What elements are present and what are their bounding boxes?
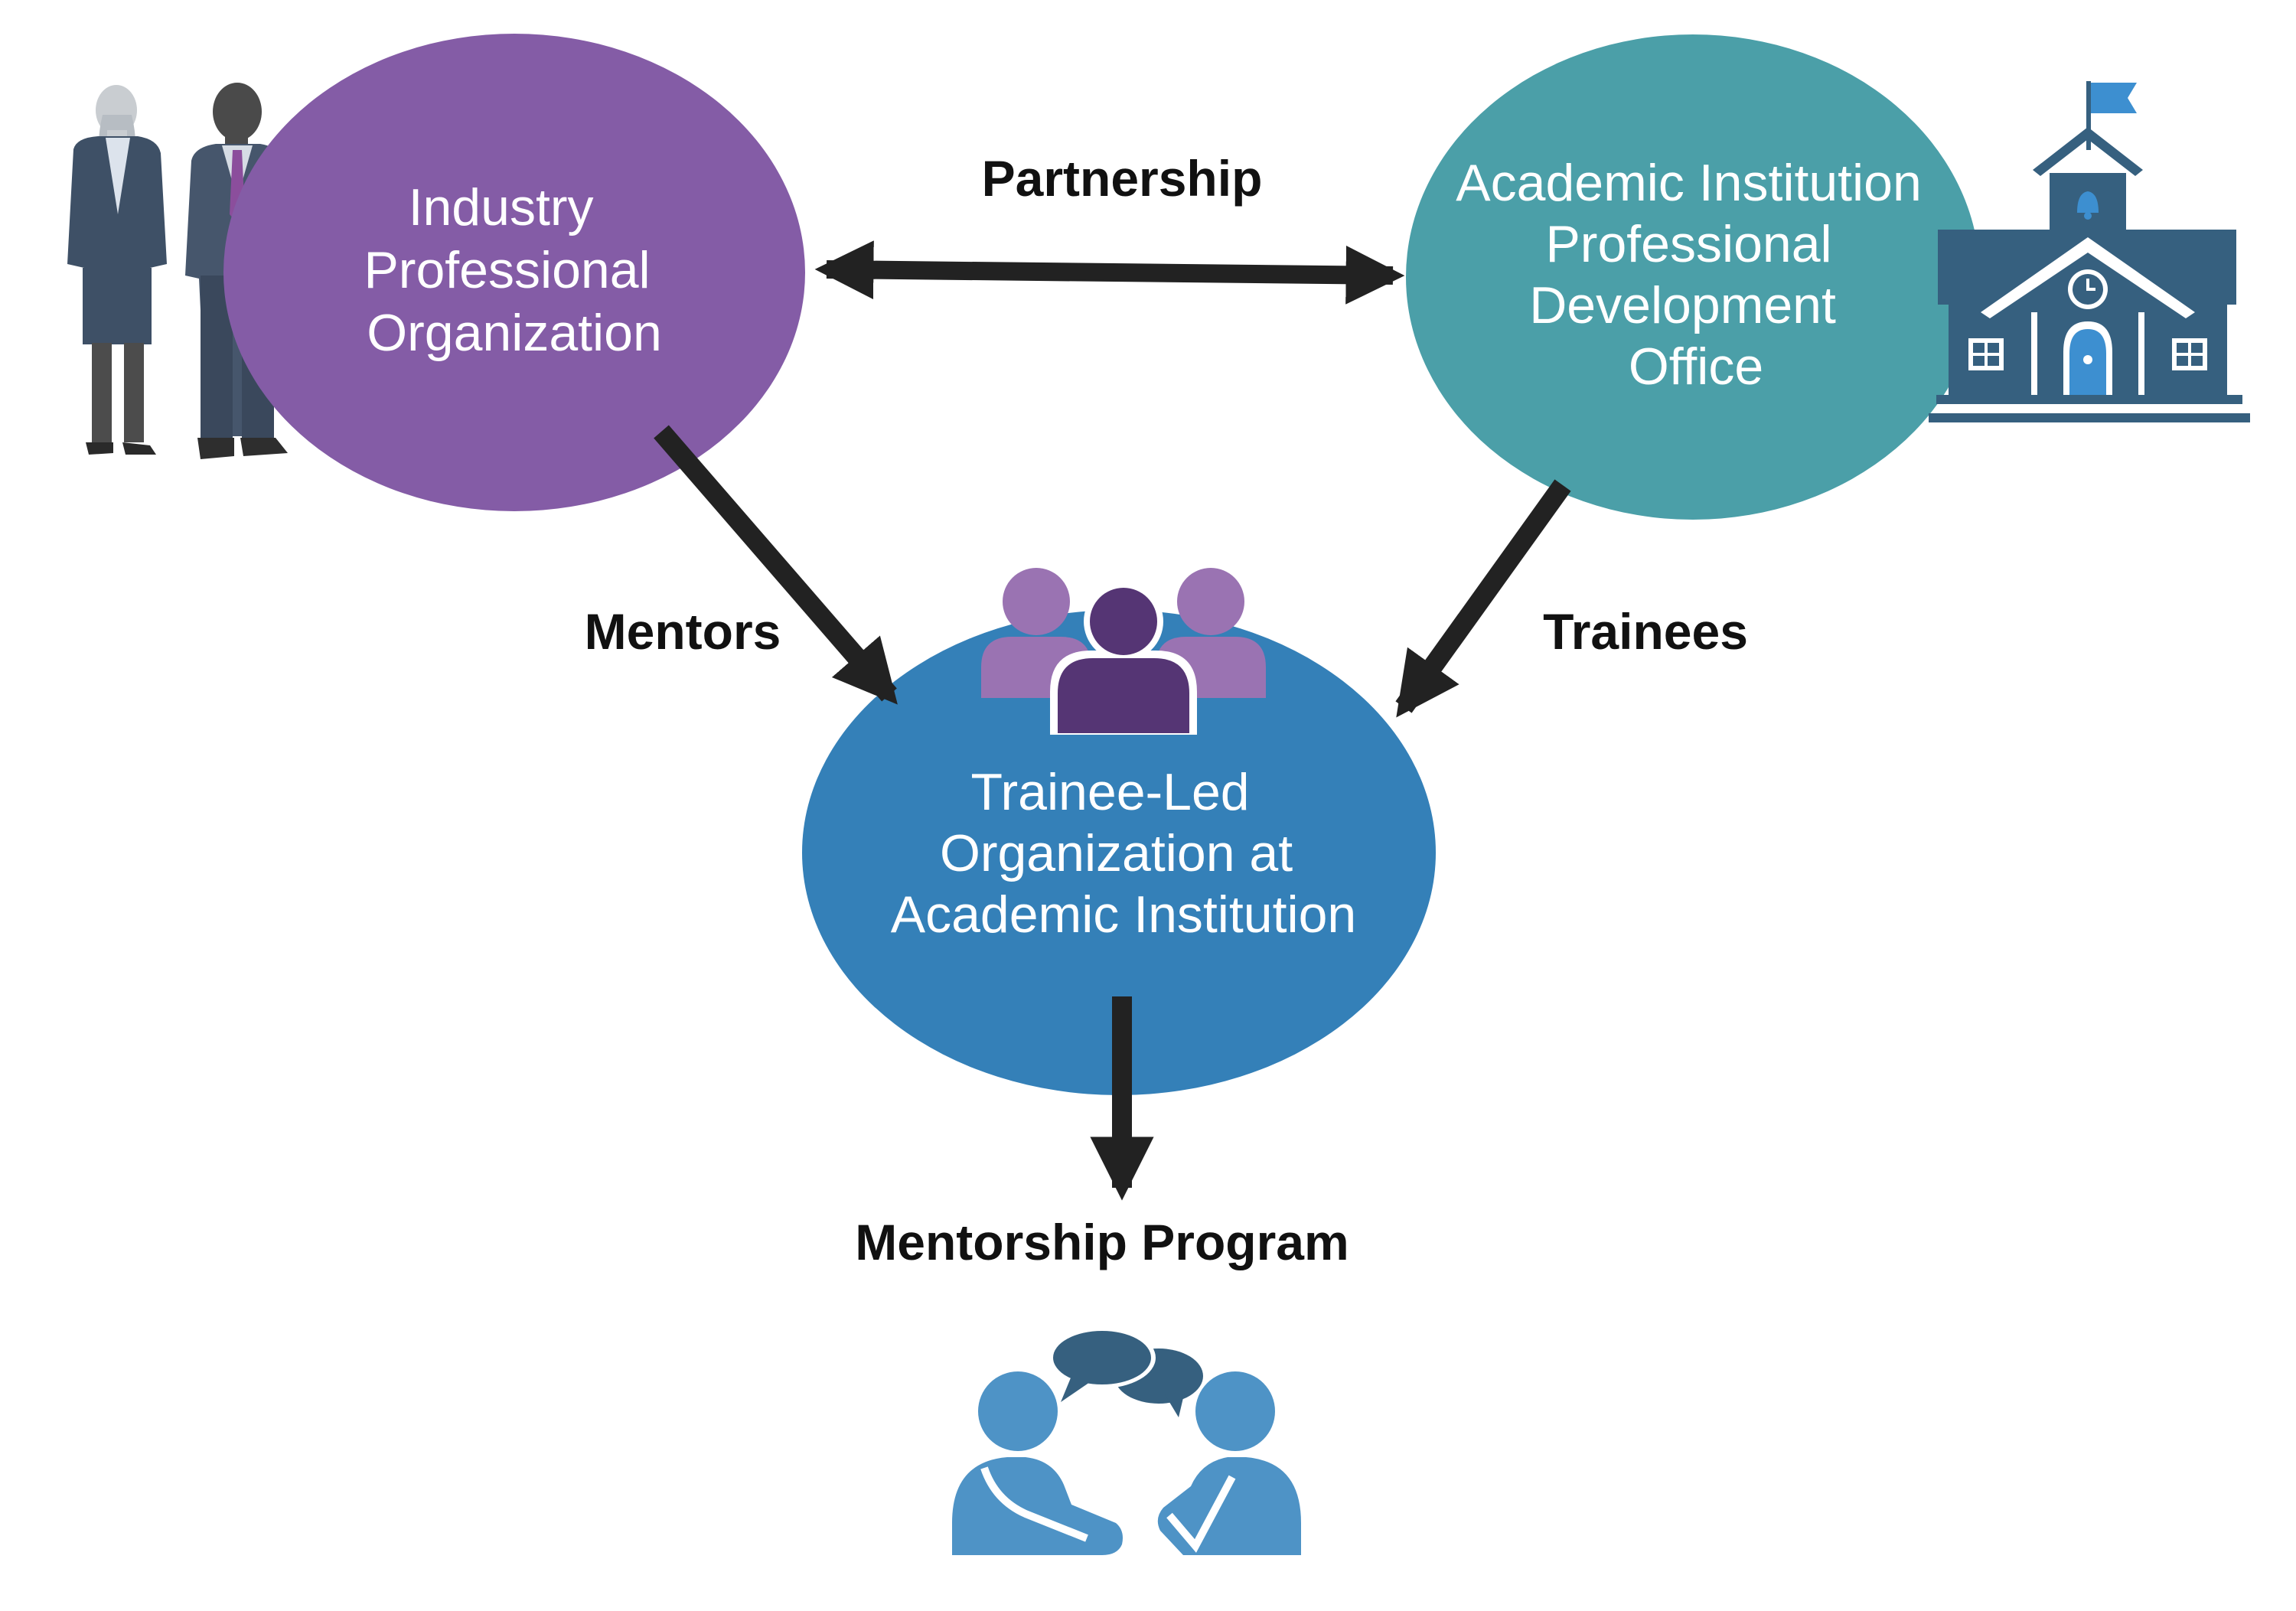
outcome-label: Mentorship Program [855, 1214, 1349, 1270]
node-academic-office-label: Academic Institution Professional Develo… [1456, 154, 1936, 396]
businesswoman-figure [67, 85, 167, 455]
edge-label-mentors: Mentors [585, 603, 781, 660]
mentors-arrow [654, 425, 898, 705]
edge-label-trainees: Trainees [1543, 603, 1748, 660]
school-building-icon [1929, 81, 2250, 422]
node-trainee-org-ellipse [802, 610, 1436, 1095]
mentorship-conversation-icon [952, 1327, 1301, 1555]
partnership-arrow [814, 240, 1405, 305]
trainees-arrow [1395, 479, 1571, 718]
group-people-icon [981, 568, 1266, 735]
node-academic-office-ellipse [1406, 34, 1980, 520]
node-trainee-org-label: Trainee-Led Organization at Academic Ins… [891, 763, 1357, 944]
node-industry-label: Industry Professional Organization [364, 178, 664, 362]
node-industry-ellipse [223, 34, 805, 511]
edge-label-partnership: Partnership [982, 150, 1263, 207]
